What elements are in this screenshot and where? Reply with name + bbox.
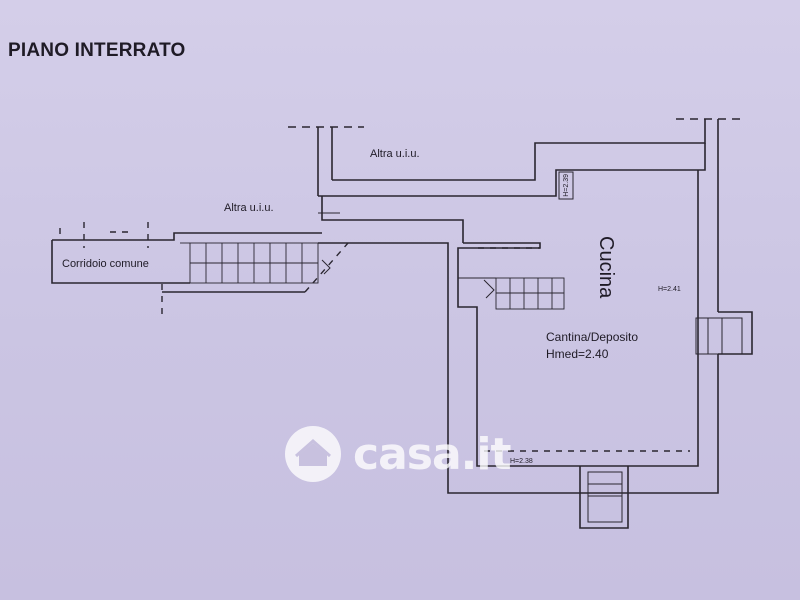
height-box bbox=[558, 171, 574, 200]
wall bbox=[457, 170, 699, 467]
stair-arrow bbox=[483, 279, 495, 299]
label-cantina: Cantina/Deposito bbox=[546, 330, 638, 344]
stair-arrow bbox=[321, 259, 331, 275]
label-cucina: Cucina bbox=[595, 236, 617, 299]
stair-cut-line bbox=[304, 242, 349, 293]
bottom-niche bbox=[587, 471, 623, 523]
house-icon bbox=[285, 426, 341, 482]
wall bbox=[318, 143, 706, 197]
label-altra-lower: Altra u.i.u. bbox=[224, 202, 274, 214]
plan-title: PIANO INTERRATO bbox=[8, 40, 186, 61]
label-hmed: Hmed=2.40 bbox=[546, 347, 609, 361]
label-h-238: H=2.38 bbox=[510, 458, 533, 465]
wall bbox=[332, 119, 706, 181]
window-niche bbox=[695, 317, 743, 355]
wall bbox=[348, 242, 719, 494]
watermark-text: casa.it bbox=[353, 428, 511, 480]
label-corridoio: Corridoio comune bbox=[62, 258, 149, 270]
wall bbox=[148, 232, 322, 241]
cellar-stairs bbox=[495, 277, 565, 310]
wall bbox=[579, 466, 629, 529]
wall bbox=[321, 196, 464, 243]
casa-it-watermark: casa.it bbox=[283, 424, 511, 484]
label-h-241: H=2.41 bbox=[658, 286, 681, 293]
label-altra-upper: Altra u.i.u. bbox=[370, 148, 420, 160]
wall bbox=[51, 240, 190, 284]
label-h-239: H=2.39 bbox=[563, 174, 570, 197]
